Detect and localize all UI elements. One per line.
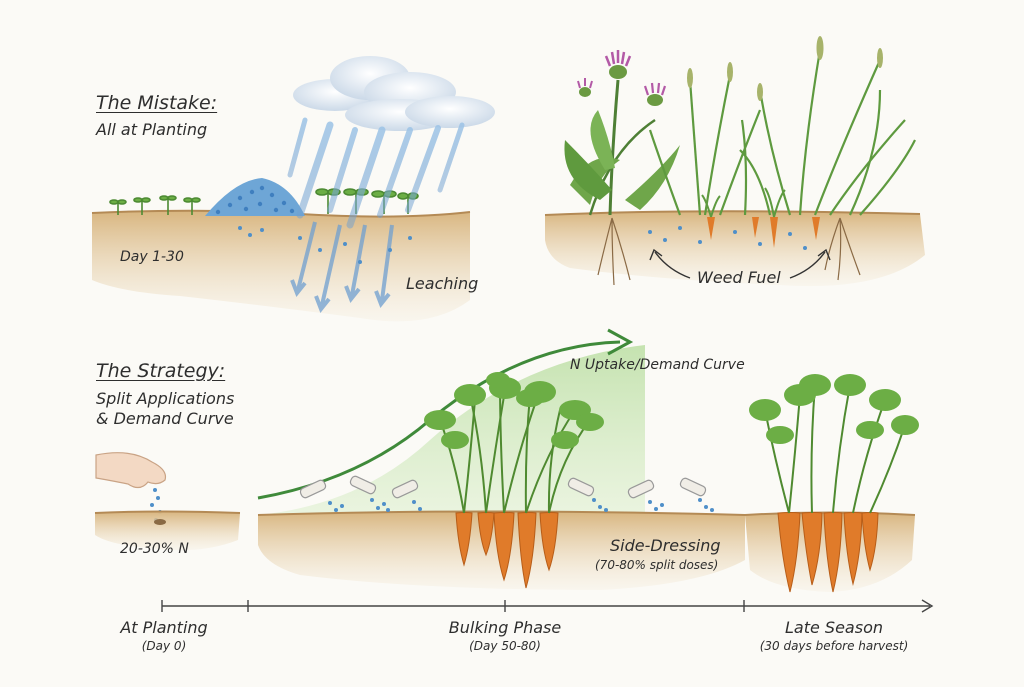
demand-curve-label: N Uptake/Demand Curve [570,357,745,373]
timeline-stage-late-detail: (30 days before harvest) [759,639,909,653]
strategy-title: The Strategy: [96,360,226,382]
grass-weeds [648,49,916,216]
planting-percent-label: 20-30% N [120,541,189,557]
hand-illustration [95,452,167,489]
side-dressing-label: Side-Dressing [610,536,721,555]
planting-soil [94,510,241,551]
timeline-stage-planting-detail: (Day 0) [141,639,187,653]
weed-fuel-label: Weed Fuel [697,268,781,287]
rain-streaks [287,117,465,229]
mistake-subtitle: All at Planting [96,120,208,139]
mistake-title: The Mistake: [96,92,218,114]
thistle-weed [564,50,680,216]
timeline-stage-bulking: Bulking Phase [448,618,562,637]
timeline-stage-late: Late Season [785,618,883,637]
timeline-axis [161,599,934,613]
grass-seedheads [687,36,883,101]
leaching-label: Leaching [406,274,479,293]
timeline-stage-bulking-detail: (Day 50-80) [469,639,541,653]
strategy-subtitle-line1: Split Applications [96,389,235,408]
mistake-soil-strip [91,209,471,322]
day-1-30-label: Day 1-30 [120,249,184,265]
weed-fuel-arrows [649,248,831,279]
scattered-granules [238,226,412,264]
weed-granules [648,226,807,250]
leaching-arrows [290,221,394,313]
fertilizer-pile [205,178,305,216]
weed-roots [597,217,861,286]
small-carrots-among-weeds [701,187,820,248]
strategy-subtitle-line2: & Demand Curve [96,409,234,428]
late-season-carrots [749,374,919,593]
bulking-carrots [424,372,604,589]
side-dress-applicators [299,475,714,512]
side-dressing-detail: (70-80% split doses) [595,558,719,572]
rain-cloud [293,56,495,131]
timeline-stage-planting: At Planting [120,618,208,637]
